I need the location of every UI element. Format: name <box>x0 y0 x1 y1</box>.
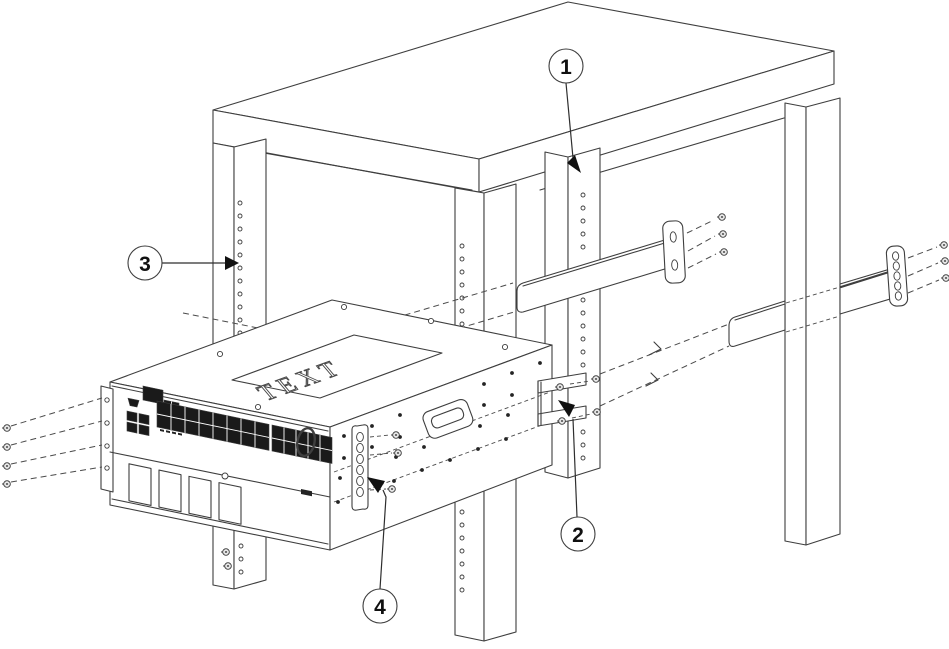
upper-slide-rail <box>516 213 728 313</box>
front-mounting-screws <box>1 397 103 488</box>
chassis-handle <box>422 398 474 439</box>
right-slide-rail <box>728 241 949 347</box>
port-bank <box>156 400 270 451</box>
power-supply-handle <box>295 426 317 458</box>
rack-post-holes <box>580 192 586 461</box>
ethernet-usb-ports <box>126 410 150 436</box>
console-port <box>127 397 140 408</box>
rail-rear-bracket <box>662 220 686 284</box>
rack-post-holes <box>459 243 465 593</box>
management-module <box>142 385 164 405</box>
chassis-side-details <box>333 361 551 511</box>
callout-3-number: 3 <box>139 253 151 276</box>
callout-4-number: 4 <box>374 596 386 619</box>
callout-2-number: 2 <box>572 524 584 547</box>
chassis-rear-slide-bracket <box>537 372 601 427</box>
chassis-side-rail-bracket <box>351 424 402 511</box>
callout-2: 2 <box>558 400 596 552</box>
port-bank <box>271 424 333 464</box>
callout-1-number: 1 <box>560 56 572 79</box>
rack-ear-left <box>100 385 114 493</box>
card-slots <box>128 463 242 525</box>
chassis-front-panel <box>100 385 333 545</box>
slide-guide-dashes <box>599 323 730 407</box>
rack-rear-right-post <box>784 97 841 546</box>
rail-front-bracket <box>885 245 909 307</box>
callout-3: 3 <box>127 245 239 281</box>
callout-1: 1 <box>548 48 584 173</box>
callout-4: 4 <box>362 477 398 624</box>
rack-rear-left-post <box>544 147 601 479</box>
serial-label <box>301 489 312 497</box>
chassis-side-holes <box>336 361 542 504</box>
status-leds <box>160 429 182 436</box>
